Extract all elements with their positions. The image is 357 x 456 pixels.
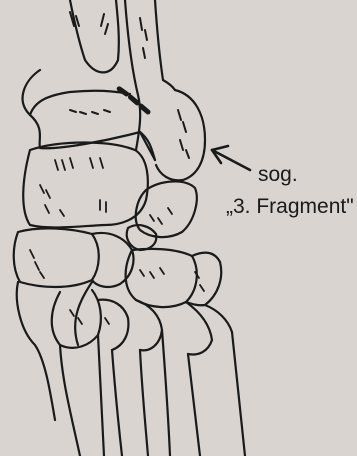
fracture-line — [118, 88, 148, 112]
annotation-line-2: „3. Fragment" — [226, 195, 354, 219]
ulna-bone — [125, 0, 163, 150]
metacarpal-bones — [17, 282, 245, 456]
arrow-pointing-up-left-icon — [212, 146, 250, 170]
radius-bone — [23, 0, 205, 180]
annotation-line-1: sog. — [258, 163, 298, 187]
carpal-bones — [14, 143, 222, 308]
